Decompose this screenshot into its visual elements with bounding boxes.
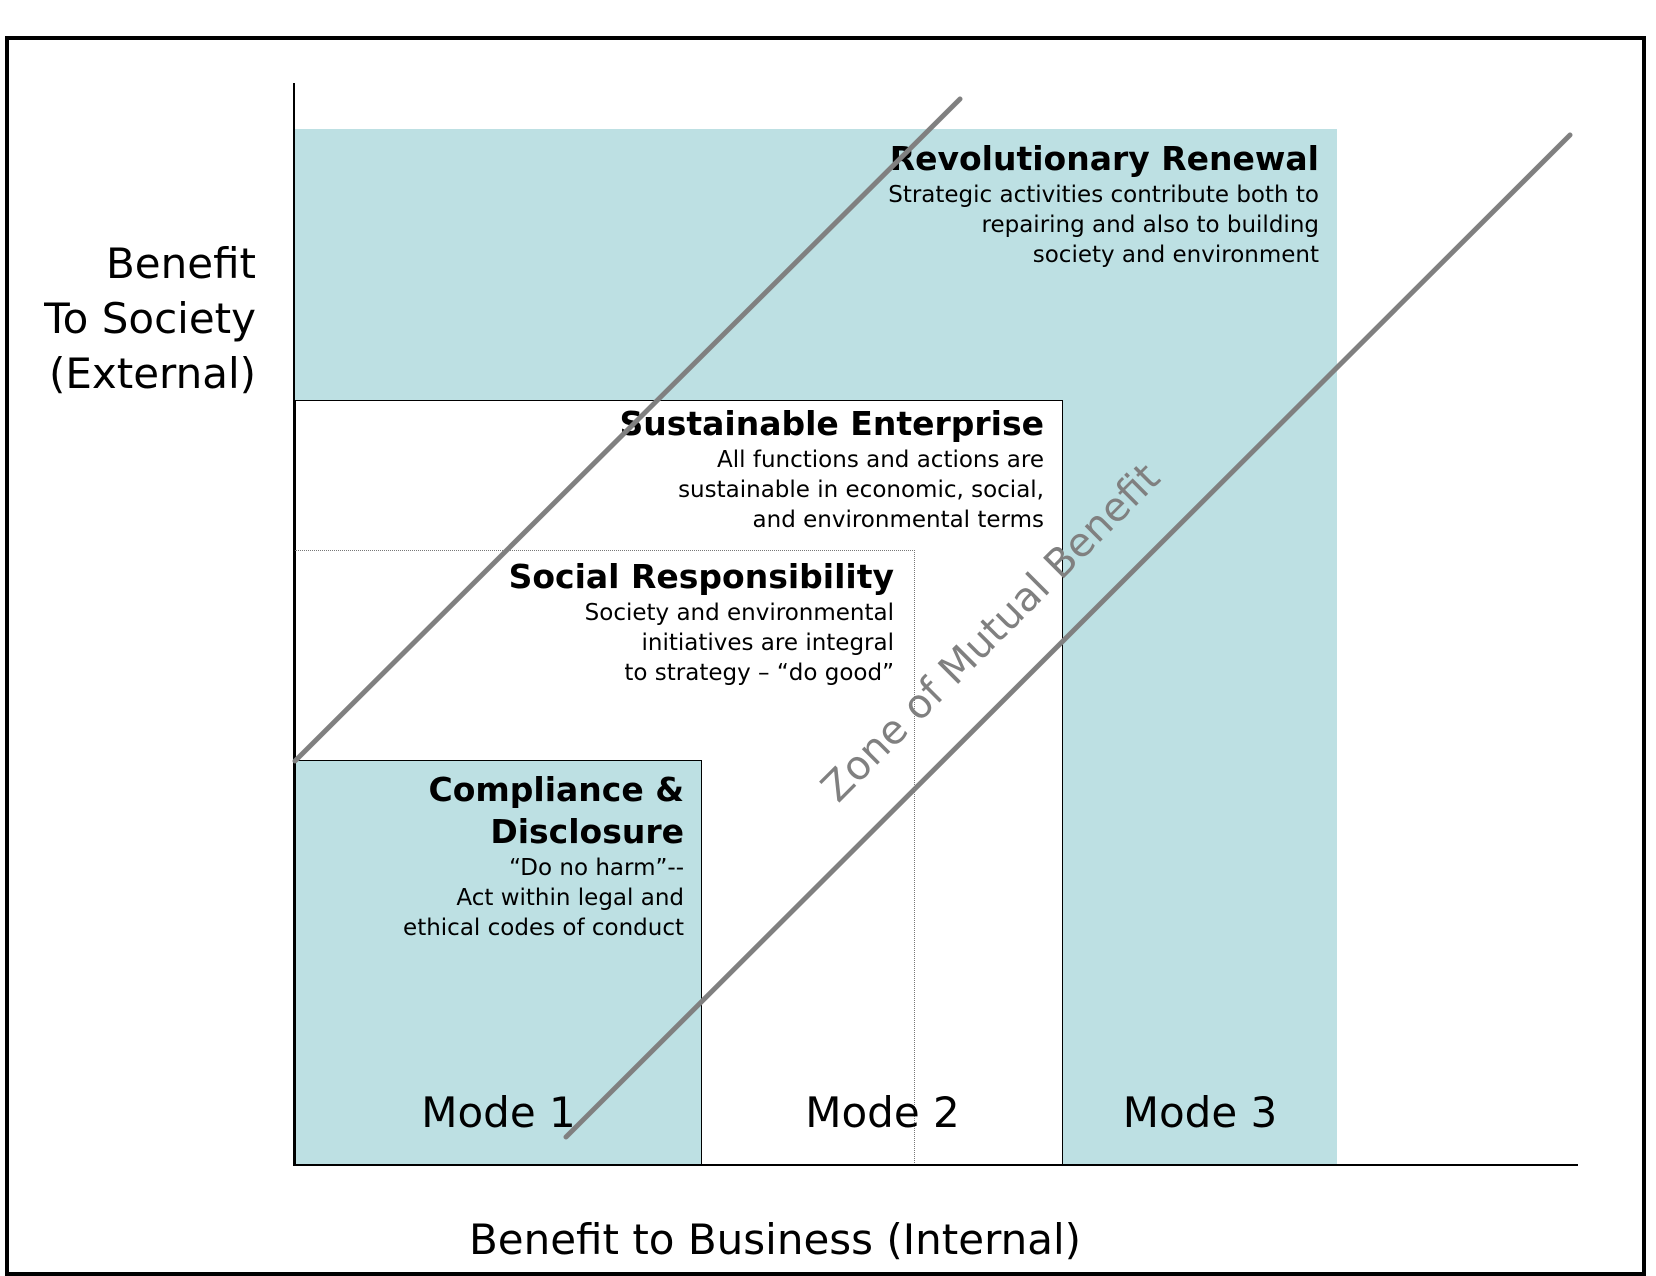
compliance-disclosure-desc-line-2: Act within legal and (456, 885, 684, 911)
social-responsibility-desc-line-2: initiatives are integral (641, 630, 894, 656)
y-axis (293, 83, 295, 1166)
compliance-disclosure-desc-line-3: ethical codes of conduct (403, 915, 684, 941)
mode-1-label: Mode 1 (421, 1088, 576, 1137)
y-axis-label-line-1: Benefit (105, 239, 256, 288)
social-responsibility-desc-line-3: to strategy – “do good” (624, 660, 894, 686)
sustainable-enterprise-desc-line-2: sustainable in economic, social, (678, 477, 1044, 503)
sustainable-enterprise-desc-line-1: All functions and actions are (717, 447, 1044, 473)
mode1-region (295, 760, 702, 1165)
revolutionary-renewal-desc-line-2: repairing and also to building (981, 212, 1319, 238)
mode-2-label: Mode 2 (805, 1088, 960, 1137)
x-axis-label: Benefit to Business (Internal) (468, 1215, 1082, 1264)
social-responsibility-desc-line-1: Society and environmental (584, 600, 894, 626)
social-responsibility-title: Social Responsibility (508, 557, 894, 596)
mode2-social-responsibility-region (295, 550, 915, 1165)
y-axis-label: Benefit To Society (External) (44, 236, 256, 401)
sustainable-enterprise-desc-line-3: and environmental terms (752, 507, 1044, 533)
compliance-disclosure-desc-line-1: “Do no harm”-- (509, 855, 684, 881)
revolutionary-renewal-title: Revolutionary Renewal (889, 139, 1319, 178)
mode-3-label: Mode 3 (1122, 1088, 1278, 1137)
zone-lower-boundary-line (563, 132, 1573, 1140)
revolutionary-renewal-desc-line-3: society and environment (1032, 242, 1319, 268)
compliance-disclosure-text: Compliance & Disclosure “Do no harm”-- A… (403, 769, 684, 943)
revolutionary-renewal-desc-line-1: Strategic activities contribute both to (888, 182, 1319, 208)
y-axis-label-line-3: (External) (48, 349, 256, 398)
sustainable-enterprise-title: Sustainable Enterprise (619, 404, 1044, 443)
compliance-disclosure-title-line-1: Compliance & (428, 770, 685, 809)
y-axis-label-line-2: To Society (44, 294, 256, 343)
zone-of-mutual-benefit-label: Zone of Mutual Benefit (813, 455, 1169, 811)
compliance-disclosure-title-line-2: Disclosure (490, 812, 684, 851)
zone-upper-boundary-line (292, 96, 963, 764)
social-responsibility-text: Social Responsibility Society and enviro… (509, 556, 894, 688)
sustainable-enterprise-text: Sustainable Enterprise All functions and… (619, 403, 1044, 535)
revolutionary-renewal-text: Revolutionary Renewal Strategic activiti… (888, 138, 1319, 270)
x-axis (293, 1164, 1578, 1166)
